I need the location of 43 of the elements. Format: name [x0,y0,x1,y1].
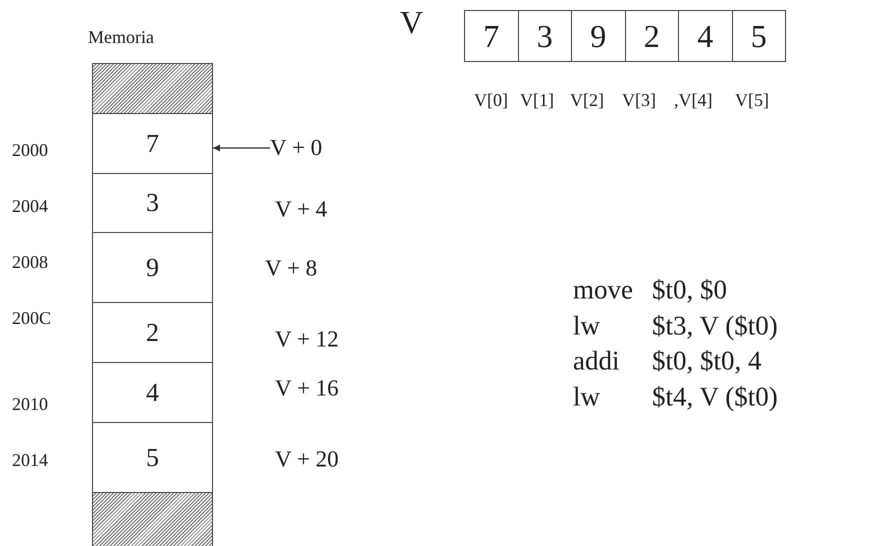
offset-label: V + 16 [275,376,339,400]
instruction-mnemonic: move [573,276,633,304]
offset-label: V + 20 [275,448,339,470]
instruction-operands: $t0, $t0, 4 [652,348,762,374]
heading: Memoria [88,28,154,46]
memory-cell: 9 [92,232,213,303]
offset-label: V + 8 [265,256,318,280]
offset-label: V + 4 [275,198,328,220]
memory-cell: 4 [92,362,213,423]
address-label: 2014 [12,451,48,469]
index-label: ,V[4] [674,91,712,109]
index-label: V[0] [474,91,508,109]
index-label: V[5] [735,91,769,109]
address-label: 2004 [12,197,48,215]
instruction-mnemonic: lw [573,312,600,340]
offset-label: V + 12 [275,328,339,350]
array-cell: 5 [732,10,786,62]
array-cell: 2 [624,10,679,62]
instruction-mnemonic: lw [573,384,600,410]
array-cell: 4 [678,10,732,62]
instruction-operands: $t4, V ($t0) [652,384,778,410]
memory-cell: 3 [92,173,213,233]
array-cell: 7 [464,10,518,62]
index-label: V[2] [570,91,604,109]
hatched-memory-block [92,63,213,114]
pointer-label: V + 0 [270,134,350,162]
address-label: 200C [12,309,52,327]
memory-cell: 5 [92,422,213,493]
instruction-mnemonic: addi [573,348,620,374]
address-label: 2008 [12,253,48,271]
arrow [213,144,270,152]
array-cell: 3 [518,10,572,62]
memory-cell: 7 [92,113,213,174]
address-label: 2000 [12,141,48,159]
memory-cell: 2 [92,302,213,363]
index-label: V[3] [622,91,656,109]
array-name: V [400,6,424,38]
address-label: 2010 [12,395,48,413]
index-label: V[1] [520,91,554,109]
instruction-operands: $t0, $0 [652,276,728,304]
instruction-operands: $t3, V ($t0) [652,312,778,340]
array-cell: 9 [571,10,626,62]
hatched-memory-block [92,492,213,546]
